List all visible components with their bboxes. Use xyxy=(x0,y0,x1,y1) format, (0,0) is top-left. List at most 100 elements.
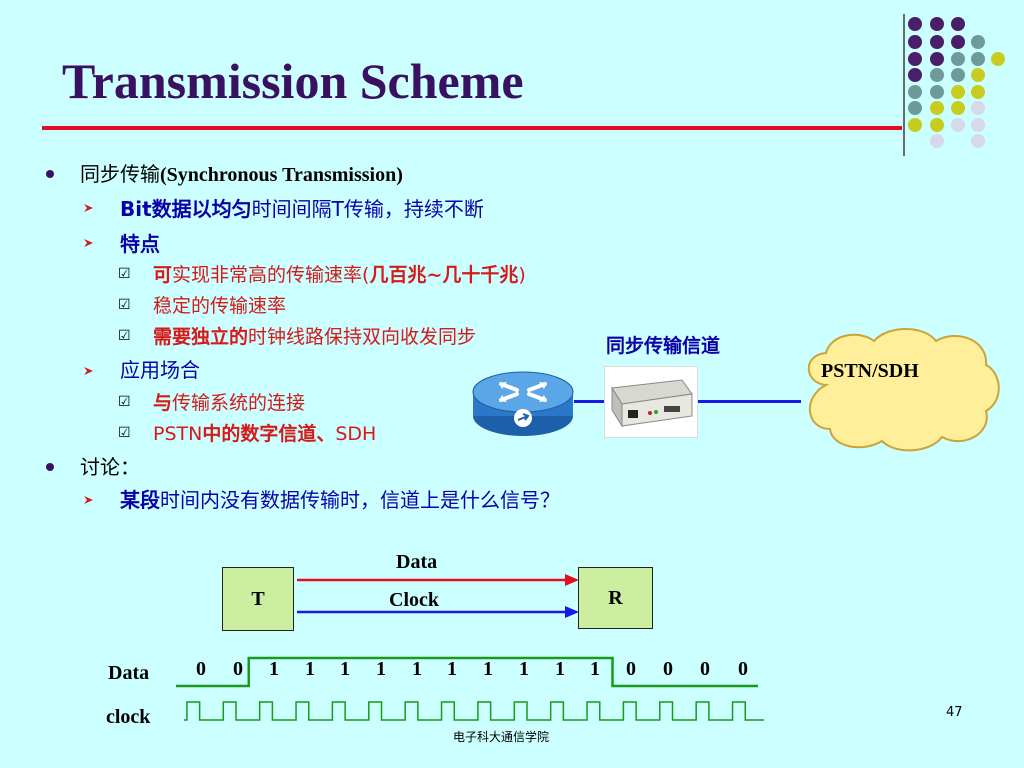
discussion-heading: 讨论： xyxy=(80,455,140,479)
decorative-dot xyxy=(908,17,922,31)
bit-value: 0 xyxy=(663,658,673,680)
decorative-dot xyxy=(930,101,944,115)
feature1-mid: 实现非常高的传输速率( xyxy=(172,264,370,286)
title-divider xyxy=(42,126,902,130)
definition-line: Bit数据以均匀时间间隔T传输，持续不断 xyxy=(120,193,484,222)
feature1-prefix: 可 xyxy=(153,264,173,286)
checkbox-icon: ☑ xyxy=(118,425,131,441)
decorative-dot xyxy=(971,52,985,66)
data-waveform xyxy=(176,656,758,688)
data-wave-label: Data xyxy=(108,662,150,684)
feature3-prefix: 需要独立的 xyxy=(153,326,249,348)
decorative-dot xyxy=(908,101,922,115)
router-modem-link xyxy=(574,400,606,403)
bit-value: 1 xyxy=(590,658,600,680)
page-number: 47 xyxy=(946,705,963,720)
sync-transmission-heading: 同步传输(Synchronous Transmission) xyxy=(80,158,403,187)
question-rest: 时间内没有数据传输时，信道上是什么信号？ xyxy=(160,488,560,512)
channel-link-line xyxy=(697,400,801,403)
bit-value: 0 xyxy=(738,658,748,680)
decorative-dot xyxy=(971,101,985,115)
definition-prefix: Bit数据以均匀 xyxy=(120,197,252,221)
decorative-dot xyxy=(991,52,1005,66)
decorative-dot xyxy=(971,85,985,99)
decorative-dot xyxy=(930,35,944,49)
decorative-dot xyxy=(951,118,965,132)
bit-value: 1 xyxy=(483,658,493,680)
checkbox-icon: ☑ xyxy=(118,328,131,344)
decorative-dot xyxy=(951,68,965,82)
bit-value: 1 xyxy=(340,658,350,680)
app2-prefix: PSTN xyxy=(153,423,203,445)
decorative-dot xyxy=(971,118,985,132)
checkbox-icon: ☑ xyxy=(118,266,131,282)
decorative-vertical-line xyxy=(903,14,905,156)
bit-value: 1 xyxy=(555,658,565,680)
receiver-box: R xyxy=(578,567,653,629)
app1-rest: 传输系统的连接 xyxy=(172,392,306,414)
bit-value: 0 xyxy=(700,658,710,680)
cloud-label: PSTN/SDH xyxy=(821,360,919,382)
red-diamond-arrow-icon xyxy=(84,204,93,212)
feature1-end: ) xyxy=(518,264,526,286)
checkbox-icon: ☑ xyxy=(118,297,131,313)
application-transport: 与传输系统的连接 xyxy=(153,388,305,415)
checkbox-icon: ☑ xyxy=(118,394,131,410)
bullet-dot-icon xyxy=(46,170,54,178)
decorative-dot xyxy=(930,52,944,66)
bit-value: 1 xyxy=(376,658,386,680)
decorative-dot xyxy=(908,52,922,66)
app2-end: SDH xyxy=(335,423,377,445)
signal-arrows xyxy=(297,574,579,618)
clock-wave-label: clock xyxy=(106,706,151,728)
data-arrow-label: Data xyxy=(396,551,438,573)
decorative-dot xyxy=(971,134,985,148)
discussion-question: 某段时间内没有数据传输时，信道上是什么信号？ xyxy=(120,484,560,513)
red-diamond-arrow-icon xyxy=(84,239,93,247)
modem-device-icon xyxy=(604,366,698,438)
feature1-range: 几百兆~几十千兆 xyxy=(369,264,519,286)
bit-value: 1 xyxy=(519,658,529,680)
decorative-dot xyxy=(951,101,965,115)
decorative-dot xyxy=(971,68,985,82)
app1-prefix: 与 xyxy=(153,392,173,414)
timing-waveform xyxy=(176,656,764,721)
footer-institution: 电子科大通信学院 xyxy=(453,730,550,744)
clock-waveform xyxy=(184,701,764,721)
feature-stable-rate: 稳定的传输速率 xyxy=(153,295,287,317)
clock-arrow-label: Clock xyxy=(389,589,439,611)
application-pstn: PSTN中的数字信道、SDH xyxy=(153,419,376,446)
bit-value: 1 xyxy=(412,658,422,680)
slide-title: Transmission Scheme xyxy=(62,53,524,109)
decorative-dot xyxy=(930,118,944,132)
decorative-dot xyxy=(930,17,944,31)
heading-en: (Synchronous Transmission) xyxy=(160,164,403,186)
router-icon xyxy=(472,371,574,436)
transmitter-box: T xyxy=(222,567,294,631)
decorative-dot xyxy=(908,118,922,132)
channel-label: 同步传输信道 xyxy=(606,335,721,357)
decorative-dot xyxy=(908,35,922,49)
decorative-dot xyxy=(971,35,985,49)
features-heading: 特点 xyxy=(120,232,160,256)
decorative-dot xyxy=(930,68,944,82)
cloud-icon xyxy=(807,328,1000,452)
bit-value: 1 xyxy=(447,658,457,680)
app2-bold: 中的数字信道、 xyxy=(202,423,336,445)
decorative-dot xyxy=(951,17,965,31)
feature-high-rate: 可实现非常高的传输速率(几百兆~几十千兆) xyxy=(153,260,526,287)
decorative-dot xyxy=(951,52,965,66)
bit-value: 1 xyxy=(305,658,315,680)
red-diamond-arrow-icon xyxy=(84,496,93,504)
decorative-dot xyxy=(908,68,922,82)
bullet-dot-icon xyxy=(46,463,54,471)
decorative-dot xyxy=(930,134,944,148)
decorative-dot xyxy=(951,35,965,49)
bit-value: 0 xyxy=(626,658,636,680)
applications-heading: 应用场合 xyxy=(120,358,200,382)
bit-value: 0 xyxy=(196,658,206,680)
bit-value: 1 xyxy=(269,658,279,680)
definition-rest: 时间间隔T传输，持续不断 xyxy=(251,197,484,221)
decorative-dot xyxy=(908,85,922,99)
feature-clock-line: 需要独立的时钟线路保持双向收发同步 xyxy=(153,322,476,349)
